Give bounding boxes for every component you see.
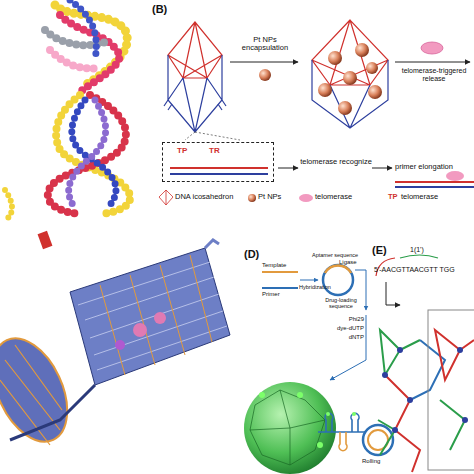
process-arrow	[395, 62, 470, 63]
enzyme-label: Phi29	[330, 316, 364, 323]
inset-box: TP TR	[162, 142, 274, 182]
panel-label: (E)	[372, 244, 387, 256]
legend-text: telomerase	[315, 193, 352, 201]
panel-label: (D)	[244, 248, 259, 260]
step-label: Hybridization	[290, 284, 340, 290]
sequence-text: 5'-AACGTTAACGTT TGG	[374, 266, 455, 274]
strand-segment	[400, 255, 438, 258]
legend-text: Pt NPs	[258, 193, 281, 201]
strand-tag: TR	[209, 147, 220, 156]
dna-icosahedron	[164, 22, 226, 132]
template-primer	[262, 272, 298, 288]
legend-text: DNA icosahedron	[175, 193, 233, 201]
process-arrow	[300, 280, 318, 281]
telomerase-blob	[421, 42, 443, 54]
elongation-duplex	[395, 171, 474, 187]
legend-pt	[248, 194, 256, 202]
loaded-icosahedron	[312, 20, 388, 128]
stem-loops	[318, 412, 365, 451]
sequence-label: Aptamer sequence	[312, 252, 358, 258]
process-arrow	[386, 282, 400, 305]
circular-template	[323, 265, 353, 295]
legend-icosahedron	[159, 190, 173, 205]
strand-label: 1(1')	[410, 246, 424, 254]
sequence-label: Drug-loading sequence	[317, 297, 365, 309]
reagent-label: dye-dUTP	[318, 325, 364, 332]
step-label: Rolling	[362, 458, 380, 465]
step-label: Pt NPs encapsulation	[230, 36, 300, 53]
legend-text: telomerase	[401, 193, 438, 201]
process-arrow	[372, 168, 392, 169]
drug-loaded-sphere	[244, 382, 336, 474]
panel-label: (B)	[152, 3, 167, 15]
strand-label: Template	[262, 262, 286, 269]
strand-label: Primer	[262, 291, 280, 298]
zoom-leader	[185, 132, 240, 140]
dna-origami	[0, 231, 230, 454]
step-label: telomerase recognize	[300, 158, 372, 166]
primer-arc	[325, 265, 351, 273]
pt-nanoparticle	[259, 69, 271, 81]
dna-duplex	[170, 168, 268, 174]
legend-sample-text: TP	[388, 193, 398, 201]
reagent-label: dNTP	[330, 334, 364, 341]
process-arrow	[230, 62, 298, 63]
process-arrow	[330, 315, 366, 380]
molecular-render	[5, 0, 130, 218]
process-arrow	[278, 168, 298, 169]
process-arrow	[355, 270, 366, 310]
dna-tetrahedra	[378, 310, 474, 472]
step-label: primer elongation	[395, 163, 474, 171]
step-label: telomerase-triggered release	[394, 67, 474, 82]
enzyme-label: Ligase	[339, 259, 357, 266]
legend-telomerase	[299, 194, 313, 202]
strand-tag: TP	[177, 147, 187, 156]
